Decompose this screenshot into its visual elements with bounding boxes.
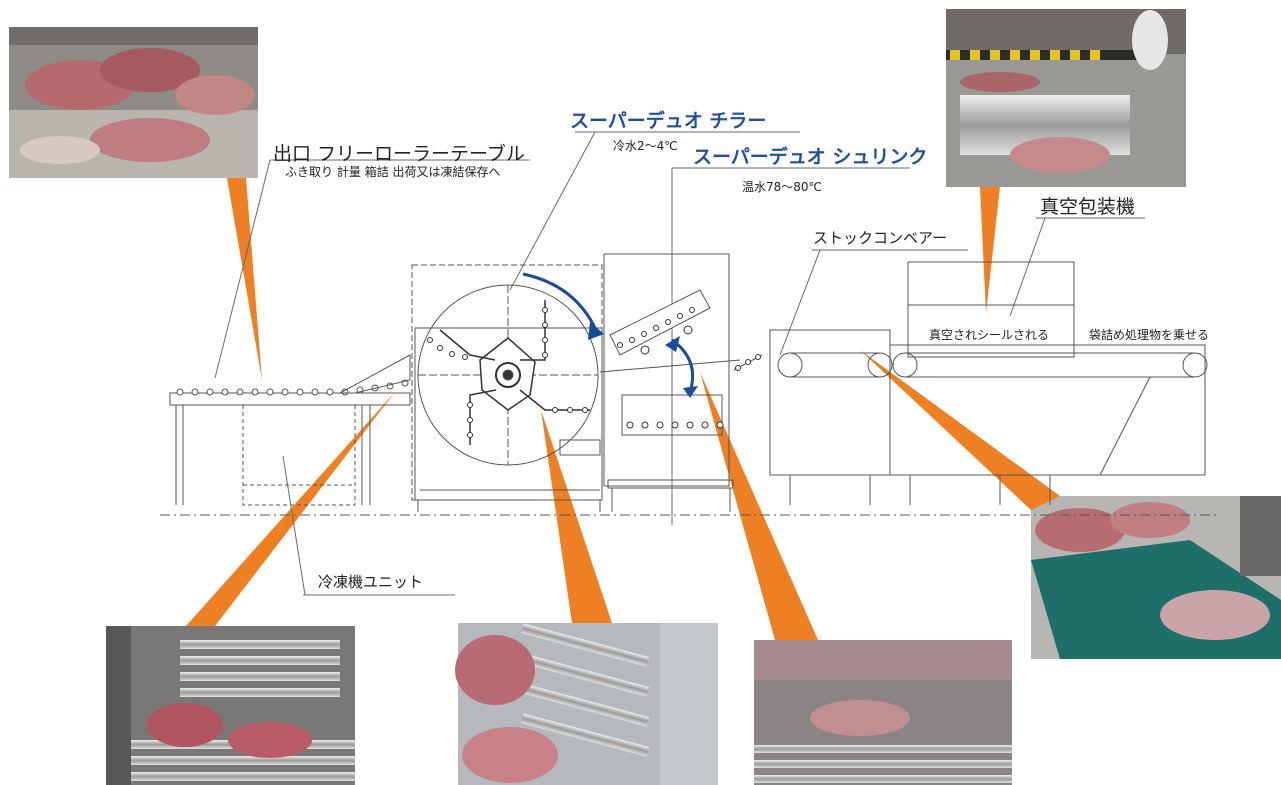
photo-exit-table-meat [9,27,258,178]
stock-conveyor-label: ストックコンベアー [813,229,948,247]
shrink-water-temp: 温水78～80℃ [742,180,823,194]
chiller-title: スーパーデュオ チラー [570,110,767,132]
photo-chiller-interior [106,626,355,785]
callout-wedges [186,178,1060,640]
freezer-unit-label: 冷凍機ユニット [318,573,424,591]
photo-chiller-rollers [455,623,718,785]
vacuum-sealed-label: 真空されシールされる [929,328,1050,342]
photo-shrink-tunnel [754,640,1012,785]
photo-green-conveyor [1031,496,1281,659]
machine-outline [160,253,1220,516]
arrowhead-chiller [588,322,604,340]
leader-lines [214,131,1145,596]
arrowhead-shrink-up [665,336,680,352]
exit-table-label: 出口 フリーローラーテーブル [273,143,525,165]
flow-arrows [522,272,695,393]
photo-vacuum-packer [946,9,1186,187]
arrowhead-shrink-down [683,386,698,398]
shrink-title: スーパーデュオ シュリンク [693,146,928,168]
exit-table-sublabel: ふき取り 計量 箱詰 出荷又は凍結保存へ [285,165,501,179]
bagged-load-label: 袋詰め処理物を乗せる [1089,328,1210,342]
chiller-water-temp: 冷水2～4℃ [613,139,678,153]
vacuum-packer-label: 真空包装機 [1040,196,1136,218]
